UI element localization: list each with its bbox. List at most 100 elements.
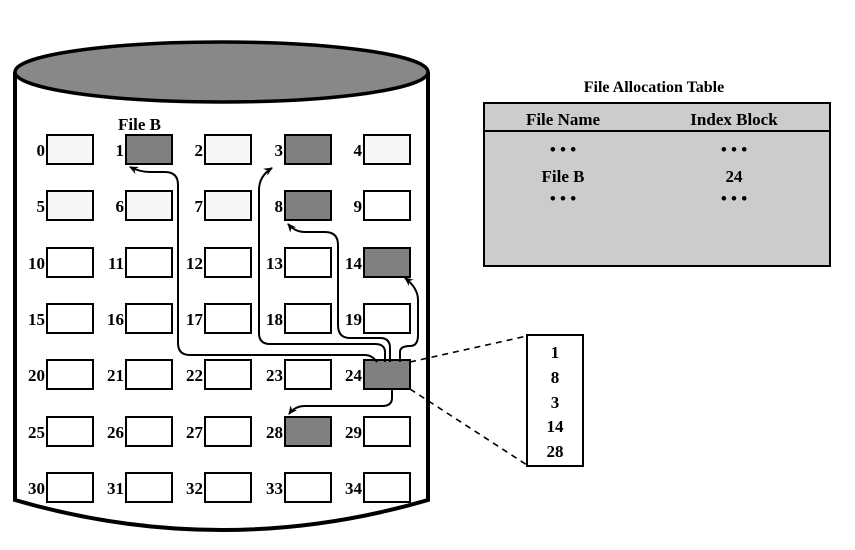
- block-number-label: 31: [107, 479, 124, 498]
- disk-block-32: 32: [186, 472, 252, 503]
- disk-block-8: 8: [275, 190, 332, 221]
- disk-block-21: 21: [107, 359, 173, 390]
- block-number-label: 8: [275, 197, 284, 216]
- free-block-box: [46, 416, 94, 447]
- index-pointers: [129, 166, 419, 415]
- free-block-box: [284, 472, 332, 503]
- free-block-box: [125, 359, 173, 390]
- block-number-label: 33: [266, 479, 283, 498]
- index-block-box: [526, 334, 584, 467]
- free-block-box: [204, 247, 252, 278]
- disk-block-5: 5: [37, 190, 94, 221]
- used-block-box: [125, 134, 173, 165]
- free-block-box: [284, 247, 332, 278]
- disk-block-12: 12: [186, 247, 252, 278]
- index-entry: 1: [551, 343, 560, 362]
- fat-cell: 24: [726, 167, 744, 186]
- index-entry: 3: [551, 393, 560, 412]
- used-block-box: [363, 359, 411, 390]
- fat-cell: • • •: [550, 189, 576, 208]
- disk-block-14: 14: [345, 247, 411, 278]
- disk-block-31: 31: [107, 472, 173, 503]
- block-number-label: 15: [28, 310, 45, 329]
- index-block-contents: 1 8 3 14 28: [526, 334, 584, 467]
- free-block-box: [204, 472, 252, 503]
- block-number-label: 0: [37, 141, 46, 160]
- block-number-label: 27: [186, 423, 204, 442]
- block-number-label: 29: [345, 423, 362, 442]
- block-number-label: 13: [266, 254, 283, 273]
- disk-block-16: 16: [107, 303, 173, 334]
- disk-block-10: 10: [28, 247, 94, 278]
- block-number-label: 22: [186, 366, 203, 385]
- free-block-box: [125, 416, 173, 447]
- free-block-box: [204, 303, 252, 334]
- disk-block-17: 17: [186, 303, 252, 334]
- disk-block-2: 2: [195, 134, 252, 165]
- disk-body: [13, 72, 430, 532]
- disk-block-22: 22: [186, 359, 252, 390]
- disk-cylinder: [13, 40, 430, 532]
- free-block-box: [363, 416, 411, 447]
- disk-block-4: 4: [354, 134, 411, 165]
- free-block-box: [363, 303, 411, 334]
- free-block-box: [46, 359, 94, 390]
- pointer-arrow-to-28: [288, 389, 393, 415]
- free-block-box: [204, 134, 252, 165]
- free-block-box: [363, 134, 411, 165]
- block-number-label: 20: [28, 366, 45, 385]
- fat-cell: • • •: [721, 189, 747, 208]
- disk-block-15: 15: [28, 303, 94, 334]
- block-number-label: 6: [116, 197, 125, 216]
- disk-top: [13, 40, 430, 104]
- zoom-line-bottom: [409, 388, 528, 466]
- disk-block-7: 7: [195, 190, 252, 221]
- block-number-label: 26: [107, 423, 124, 442]
- block-number-label: 34: [345, 479, 363, 498]
- free-block-box: [46, 190, 94, 221]
- block-number-label: 4: [354, 141, 363, 160]
- disk-block-23: 23: [266, 359, 332, 390]
- zoom-line-top: [409, 335, 528, 363]
- file-allocation-table: File Allocation Table File Name Index Bl…: [483, 79, 831, 267]
- fat-header-index-block: Index Block: [690, 110, 778, 129]
- free-block-box: [46, 472, 94, 503]
- fat-cell: • • •: [550, 140, 576, 159]
- block-number-label: 24: [345, 366, 363, 385]
- block-number-label: 19: [345, 310, 362, 329]
- block-number-label: 2: [195, 141, 204, 160]
- used-block-box: [284, 416, 332, 447]
- block-number-label: 32: [186, 479, 203, 498]
- block-number-label: 30: [28, 479, 45, 498]
- disk-block-0: 0: [37, 134, 94, 165]
- fat-cell: • • •: [721, 140, 747, 159]
- disk-block-18: 18: [266, 303, 332, 334]
- block-number-label: 23: [266, 366, 283, 385]
- fat-title: File Allocation Table: [584, 79, 724, 96]
- free-block-box: [125, 247, 173, 278]
- disk-block-6: 6: [116, 190, 173, 221]
- block-number-label: 1: [116, 141, 125, 160]
- disk-block-24: 24: [345, 359, 411, 390]
- disk-block-19: 19: [345, 303, 411, 334]
- fat-header-file-name: File Name: [526, 110, 601, 129]
- free-block-box: [204, 190, 252, 221]
- pointer-arrow-to-1: [129, 166, 378, 363]
- pointer-arrow-to-14: [399, 277, 419, 362]
- free-block-box: [46, 303, 94, 334]
- block-number-label: 10: [28, 254, 45, 273]
- free-block-box: [125, 190, 173, 221]
- free-block-box: [284, 303, 332, 334]
- free-block-box: [363, 190, 411, 221]
- block-number-label: 11: [108, 254, 124, 273]
- block-number-label: 3: [275, 141, 284, 160]
- free-block-box: [46, 134, 94, 165]
- free-block-box: [125, 303, 173, 334]
- index-entry: 14: [547, 417, 565, 436]
- block-number-label: 14: [345, 254, 363, 273]
- file-b-label: File B: [118, 115, 161, 134]
- free-block-box: [125, 472, 173, 503]
- block-number-label: 5: [37, 197, 46, 216]
- disk-block-1: 1: [116, 134, 173, 165]
